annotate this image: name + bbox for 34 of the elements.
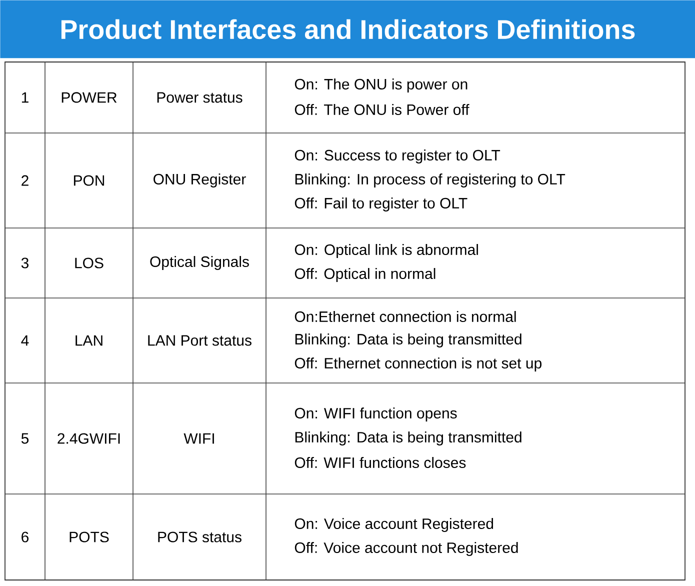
table-cell: 5 bbox=[21, 433, 29, 444]
status-text: On: The ONU is power on bbox=[294, 78, 468, 92]
table-cell: LOS bbox=[75, 258, 104, 268]
table-cell: 3 bbox=[21, 258, 29, 268]
status-text: Blinking: Data is being transmitted bbox=[295, 432, 522, 446]
status-text: Off: Ethernet connection is not set up bbox=[294, 358, 542, 372]
table-cell: LAN Port status bbox=[148, 335, 252, 346]
table-cell: 2 bbox=[22, 175, 28, 186]
title-bar: Product Interfaces and Indicators Definitions bbox=[0, 0, 695, 58]
status-text: On: Success to register to OLT bbox=[294, 150, 500, 164]
table-cell: POTS bbox=[70, 532, 109, 542]
table-cell: 1 bbox=[22, 92, 28, 103]
table-cell: Power status bbox=[157, 92, 242, 103]
status-text: Off: Optical in normal bbox=[294, 268, 436, 282]
status-text: Off: Fail to register to OLT bbox=[294, 198, 468, 212]
table-cell: LAN bbox=[76, 335, 102, 346]
status-text: On:Ethernet connection is normal bbox=[294, 311, 516, 322]
status-text: On: Optical link is abnormal bbox=[294, 244, 478, 258]
status-text: Off: Voice account not Registered bbox=[294, 542, 518, 556]
table-cell: PON bbox=[74, 175, 104, 186]
status-text: Off: WIFI functions closes bbox=[294, 457, 466, 468]
status-text: Off: The ONU is Power off bbox=[294, 104, 470, 115]
status-text: Blinking: In process of registering to OLT bbox=[295, 174, 566, 188]
table-cell: POWER bbox=[62, 92, 117, 103]
table-cell: 6 bbox=[22, 532, 29, 542]
table-cell: POTS status bbox=[158, 532, 242, 542]
table-cell: 4 bbox=[21, 335, 29, 346]
table-cell: 2.4GWIFI bbox=[58, 433, 120, 444]
status-text: On: Voice account Registered bbox=[294, 518, 494, 532]
table-cell: Optical Signals bbox=[150, 256, 249, 270]
status-text: Blinking: Data is being transmitted bbox=[295, 334, 522, 348]
status-text: On: WIFI function opens bbox=[294, 408, 457, 422]
table-cell: ONU Register bbox=[154, 174, 246, 188]
table-cell: WIFI bbox=[184, 433, 214, 444]
